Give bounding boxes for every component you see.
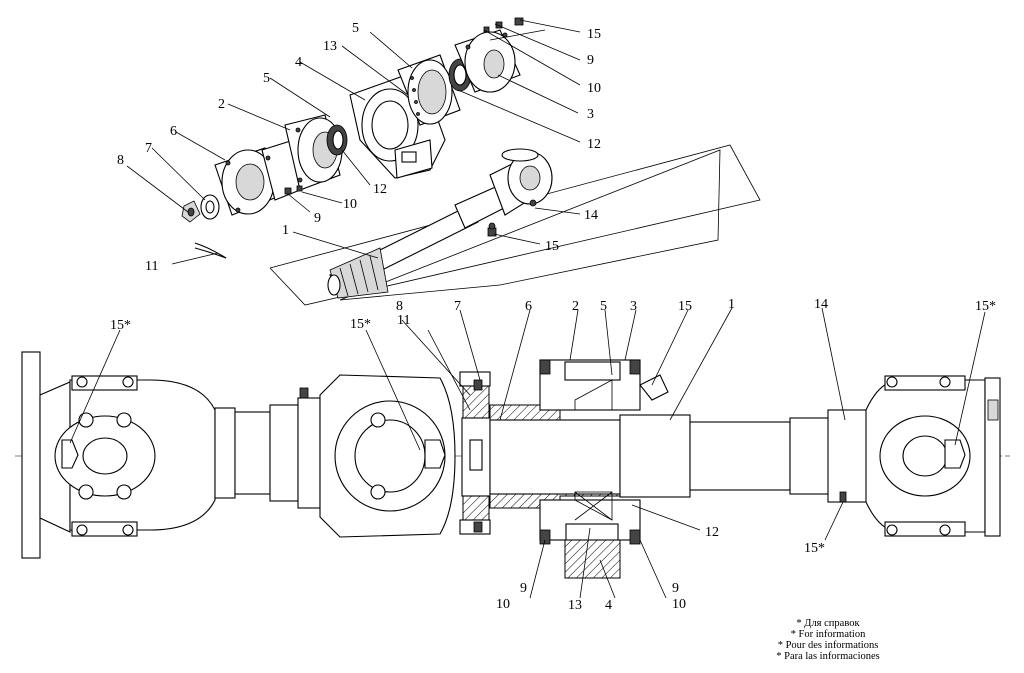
callout-12: 12 [373,182,387,197]
flange-yoke-part-14 [489,148,553,216]
middle-grease-fitting [424,439,446,469]
callout-15: 15 [678,299,692,314]
callout-9: 9 [587,53,594,68]
callout-11: 11 [145,259,158,274]
callout-4: 4 [605,598,612,613]
callout-13: 13 [568,598,582,613]
cotter-pin-part-11 [194,242,227,259]
callout-2: 2 [572,299,579,314]
callout-15-star: 15* [804,541,825,556]
callout-15: 15 [545,239,559,254]
leader-lines [69,19,986,599]
footnotes: * Для справок * For information * Pour d… [776,618,880,662]
bearing-part-13 [397,54,461,126]
callout-15-star: 15* [110,318,131,333]
callout-14: 14 [584,208,598,223]
callout-1: 1 [728,297,735,312]
callout-12: 12 [705,525,719,540]
castle-nut-part-8 [181,200,201,223]
callout-3: 3 [630,299,637,314]
callout-3: 3 [587,107,594,122]
note-french: * Pour des informations [778,640,879,651]
exploded-view [181,17,761,306]
callout-7: 7 [145,141,152,156]
left-tube [214,387,321,509]
callout-5: 5 [352,21,359,36]
note-english: * For information [791,629,866,640]
callout-7: 7 [454,299,461,314]
section-hub [489,404,621,509]
right-grease-fitting [944,439,966,469]
callout-labels: 15 9 10 3 12 5 13 4 5 2 6 7 8 12 10 9 14… [110,21,996,613]
callout-15: 15 [587,27,601,42]
flange-part-6 [214,137,306,216]
washer-part-7 [200,194,220,220]
callout-6: 6 [525,299,532,314]
assembled-sleeve-14 [827,409,869,503]
left-grease-fitting [61,439,79,469]
shaft-part-1 [327,184,511,299]
callout-4: 4 [295,55,302,70]
callout-9: 9 [672,581,679,596]
middle-yoke [319,374,456,538]
callout-10: 10 [587,81,601,96]
section-flange-6 [459,371,491,535]
callout-8: 8 [396,299,403,314]
callout-6: 6 [170,124,177,139]
callout-5: 5 [600,299,607,314]
callout-13: 13 [323,39,337,54]
callout-10: 10 [672,597,686,612]
callout-2: 2 [218,97,225,112]
callout-10: 10 [343,197,357,212]
note-spanish: * Para las informaciones [776,651,880,662]
callout-14: 14 [814,297,828,312]
guide-frame-lower [269,144,761,306]
callout-1: 1 [282,223,289,238]
right-end-flange [984,377,1001,537]
callout-12: 12 [587,137,601,152]
callout-15-star: 15* [975,299,996,314]
note-russian: * Для справок [796,618,860,629]
left-yoke [54,375,216,537]
assembled-view [15,351,1010,579]
assembled-shaft-1 [619,414,831,498]
grease-nipple-15 [487,222,497,237]
grease-fitting-15 [639,374,669,401]
guide-frame-upper [339,149,721,301]
callout-10: 10 [496,597,510,612]
callout-5: 5 [263,71,270,86]
callout-9: 9 [520,581,527,596]
callout-8: 8 [117,153,124,168]
right-yoke [865,375,986,537]
callout-9: 9 [314,211,321,226]
callout-11: 11 [397,313,410,328]
section-bearing-housing [539,359,669,579]
callout-15-star: 15* [350,317,371,332]
seal-part-12-lower [326,124,348,156]
